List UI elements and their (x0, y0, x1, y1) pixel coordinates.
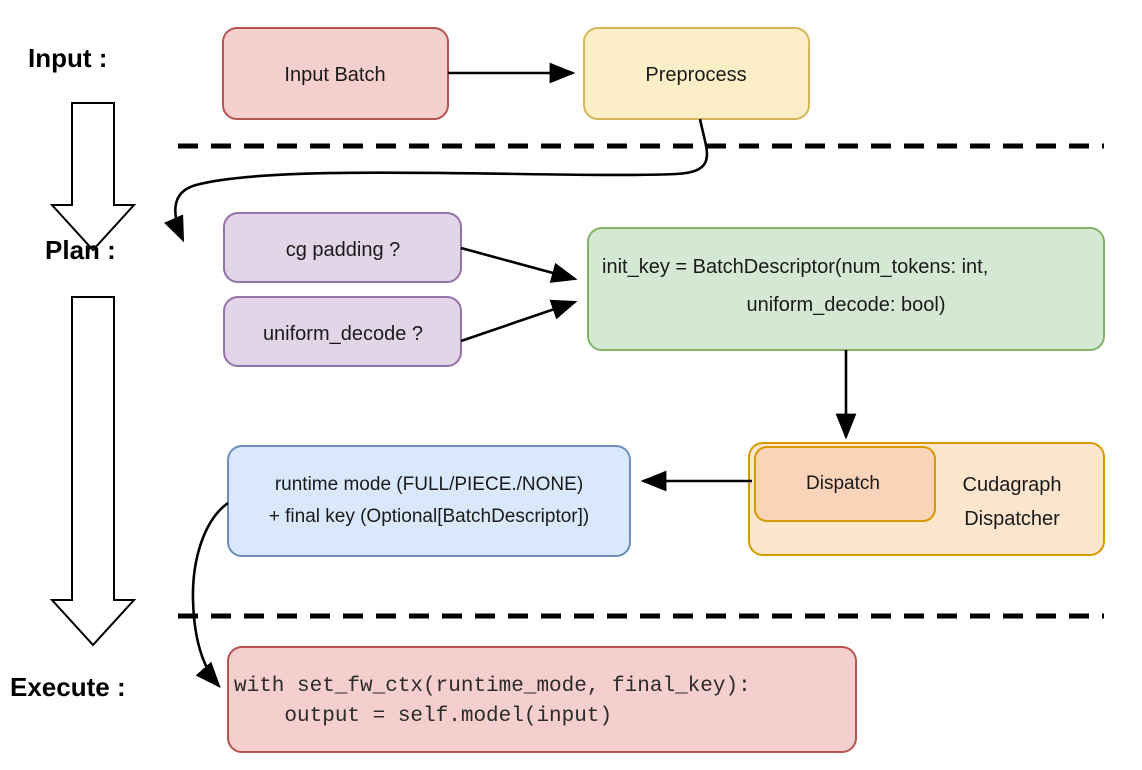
node-execute-code[interactable] (227, 646, 857, 753)
node-init-key[interactable] (587, 227, 1105, 351)
stage-label-execute: Execute : (10, 672, 126, 702)
node-cudagraph-dispatcher-label-line1: Cudagraph (963, 474, 1062, 496)
edge-uniform-decode-to-init-key (460, 299, 578, 343)
node-dispatch-label: Dispatch (806, 473, 880, 494)
edge-runtime-mode-to-execute-code (191, 501, 229, 688)
node-preprocess-label: Preprocess (645, 64, 746, 86)
stage-label-input: Input : (28, 43, 107, 73)
input-to-plan-arrow (49, 102, 137, 252)
edge-preprocess-to-cg-padding (164, 118, 709, 243)
node-execute-code-line1: with set_fw_ctx(runtime_mode, final_key)… (234, 675, 751, 698)
edge-cg-padding-to-init-key (460, 246, 578, 283)
node-execute-code-line2: output = self.model(input) (234, 705, 612, 728)
node-runtime-mode[interactable] (227, 445, 631, 557)
node-input-batch-label: Input Batch (284, 64, 385, 86)
node-init-key-label-line2: uniform_decode: bool) (746, 294, 945, 316)
stage-label-plan: Plan : (45, 235, 116, 265)
node-preprocess[interactable] (583, 27, 810, 120)
node-cg-padding-label: cg padding ? (286, 239, 401, 261)
node-init-key-label-line1: init_key = BatchDescriptor(num_tokens: i… (602, 256, 988, 278)
node-cudagraph-dispatcher-label-line2: Dispatcher (964, 508, 1060, 530)
plan-to-execute-arrow (49, 296, 137, 647)
node-runtime-mode-label-line1: runtime mode (FULL/PIECE./NONE) (275, 474, 583, 495)
node-runtime-mode-label-line2: + final key (Optional[BatchDescriptor]) (269, 506, 590, 527)
node-cg-padding[interactable] (223, 212, 462, 283)
node-uniform-decode-label: uniform_decode ? (263, 323, 423, 345)
node-dispatch[interactable] (754, 446, 936, 522)
node-uniform-decode[interactable] (223, 296, 462, 367)
